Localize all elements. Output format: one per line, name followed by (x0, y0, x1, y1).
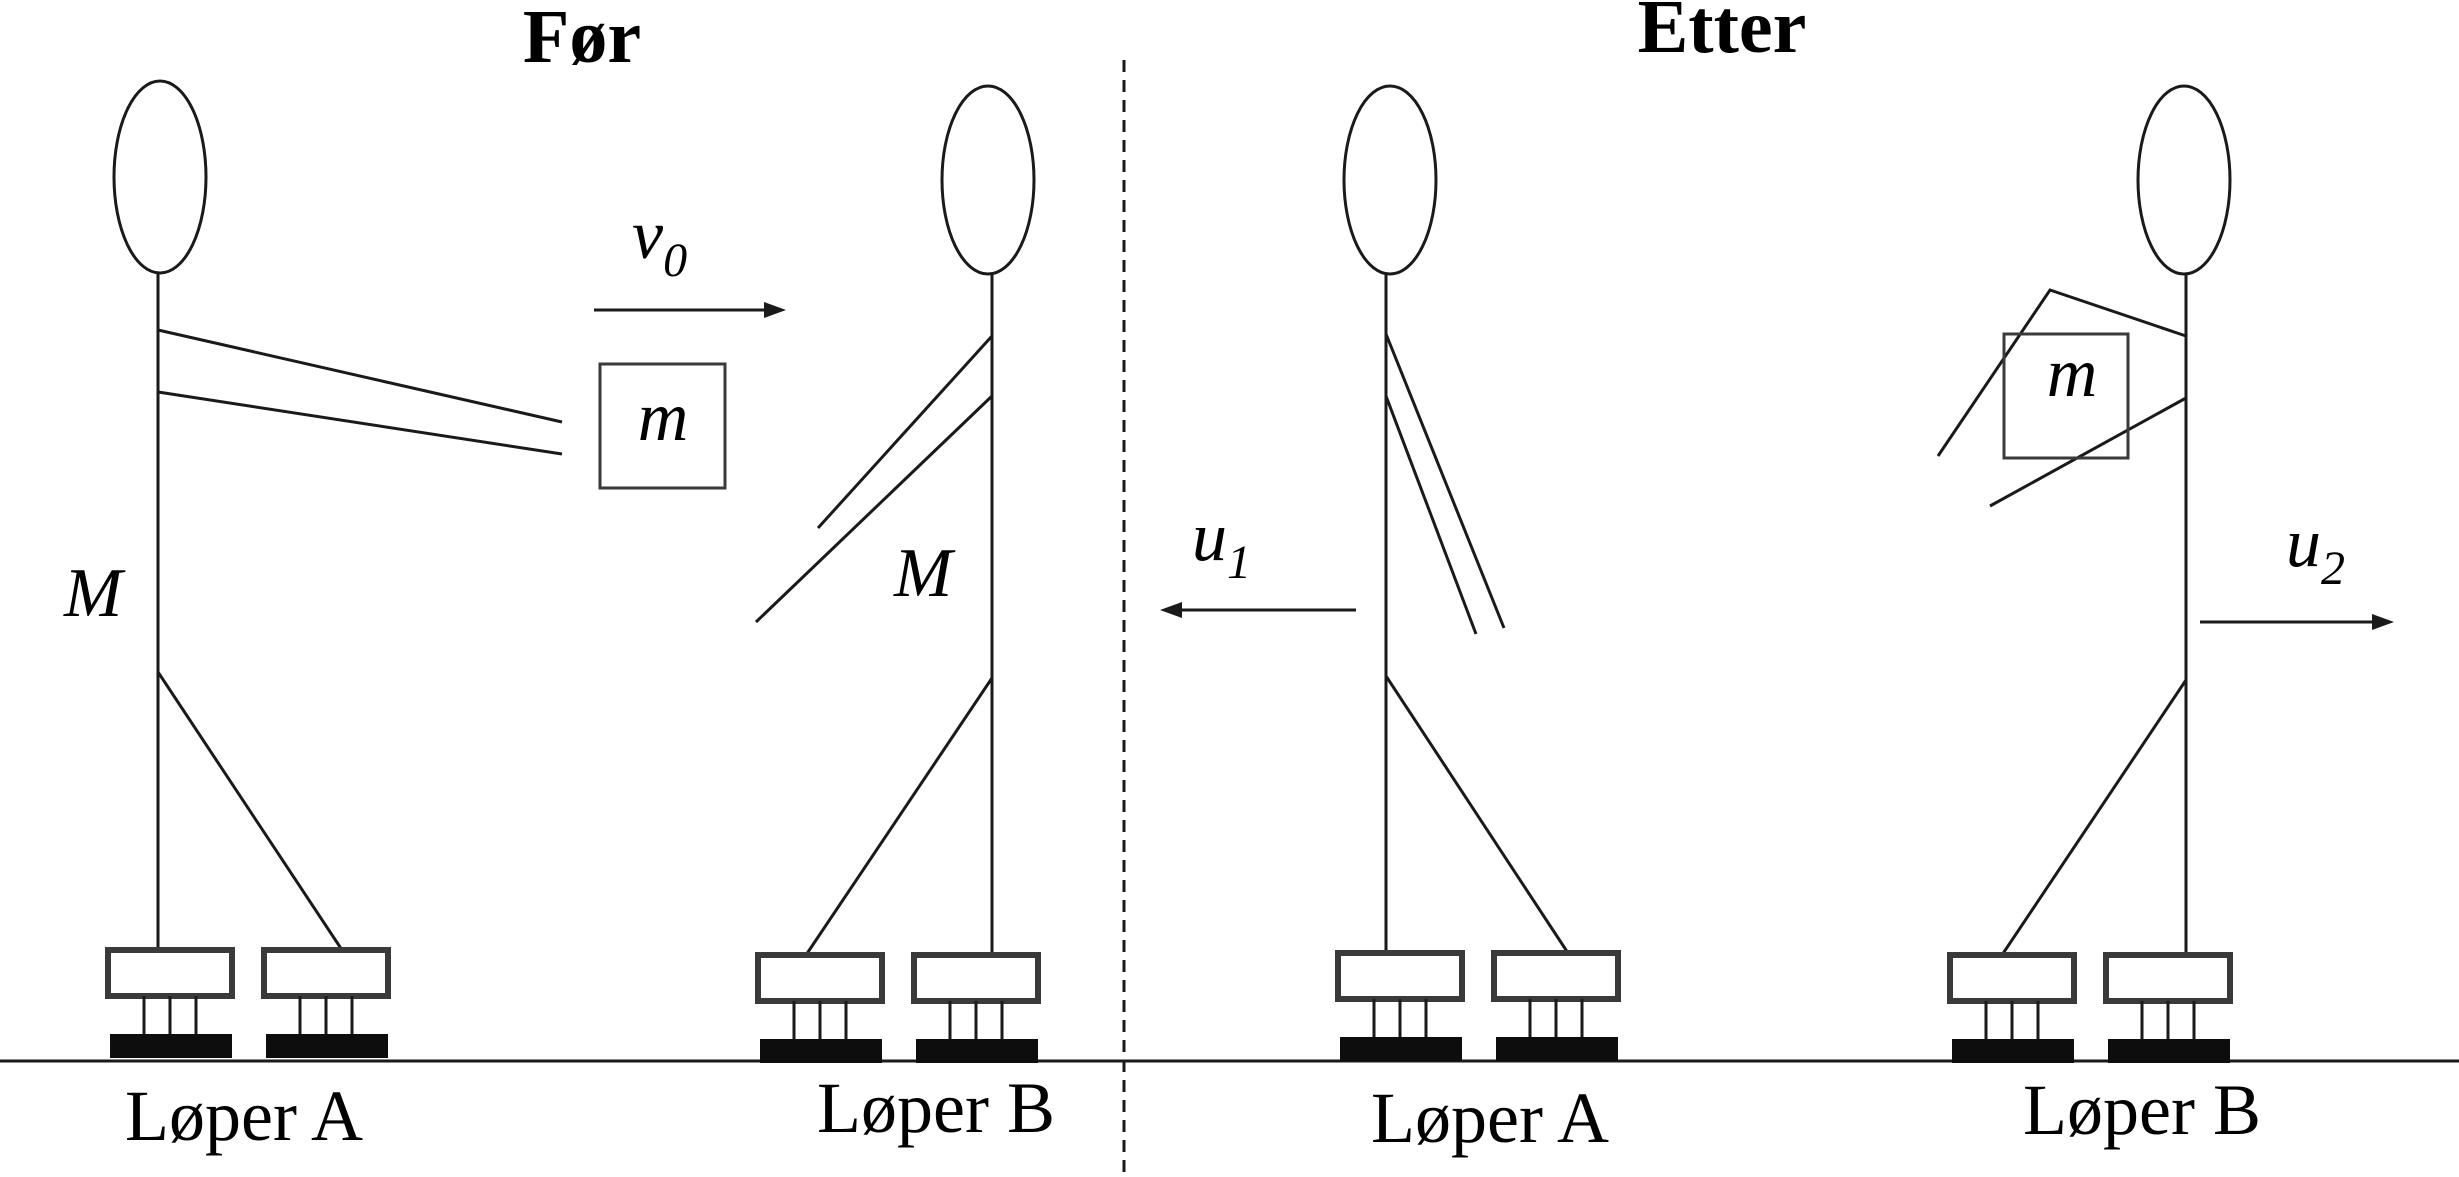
caption-skater-a-after: Løper A (1371, 1078, 1609, 1158)
skate (758, 955, 882, 1063)
skater-arm (157, 328, 563, 424)
caption-skater-b-before: Løper B (817, 1068, 1055, 1148)
small-mass-label-after: m (2047, 335, 2098, 412)
skate (108, 950, 232, 1058)
mass-label-skater-b-before: M (893, 535, 956, 612)
skater-arm (157, 390, 563, 456)
small-mass-label-before: m (638, 379, 689, 456)
skater-leg (804, 677, 994, 956)
caption-skater-a-before: Løper A (125, 1076, 363, 1156)
skater-arm (1989, 396, 2187, 508)
skater-leg (1384, 675, 1570, 954)
arrowhead-icon (764, 302, 786, 318)
velocity-label-u1: u1 (1192, 499, 1251, 589)
skate (2106, 955, 2230, 1063)
skater-head (112, 79, 208, 275)
skater-leg (156, 671, 344, 951)
skater-arm (754, 394, 994, 624)
skate (1338, 953, 1462, 1061)
skater-arm (1936, 288, 2187, 457)
skater-arm (1384, 333, 1506, 629)
skater-arm (1384, 395, 1478, 635)
arrowhead-icon (2372, 614, 2394, 630)
skate (264, 950, 388, 1058)
skater-head (2136, 84, 2232, 276)
skater-a-after (1338, 84, 1618, 1061)
caption-skater-b-after: Løper B (2023, 1070, 2261, 1150)
skater-head (940, 84, 1036, 276)
small-mass-box-after (2002, 332, 2130, 460)
small-mass-box-before (598, 362, 727, 490)
skate (1950, 955, 2074, 1063)
heading-before: Før (523, 0, 641, 79)
skate (914, 955, 1038, 1063)
arrowhead-icon (1160, 602, 1182, 618)
skater-b-before (754, 84, 1038, 1063)
skater-b-after (1936, 84, 2232, 1063)
velocity-label-v0: v0 (632, 197, 687, 287)
skater-head (1342, 84, 1438, 276)
skater-arm (816, 334, 994, 530)
skater-a-before (108, 79, 563, 1058)
velocity-label-u2: u2 (2286, 505, 2345, 595)
skater-leg (2000, 679, 2188, 956)
heading-after: Etter (1638, 0, 1807, 69)
mass-label-skater-a-before: M (63, 555, 126, 632)
skate (1494, 953, 1618, 1061)
